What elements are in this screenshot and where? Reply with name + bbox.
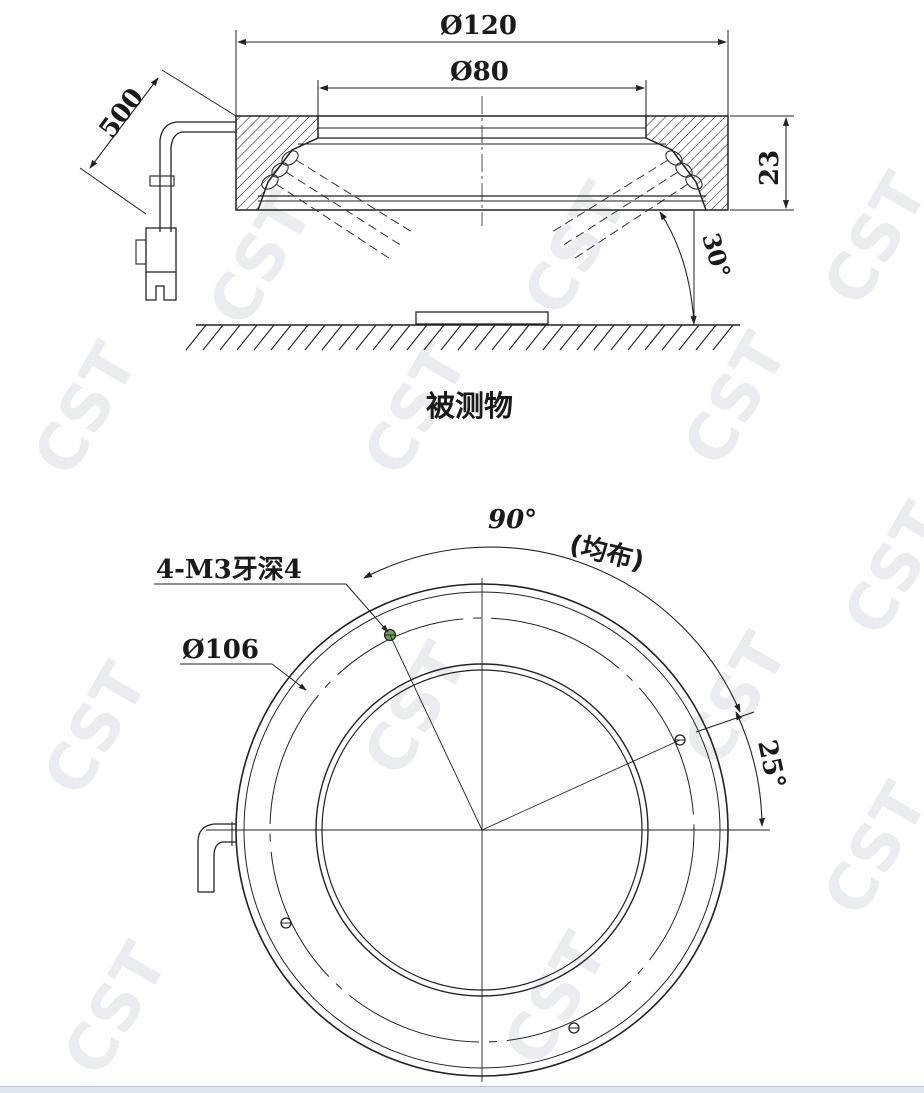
light-beams [275,159,689,261]
ground-hatch-stroke [525,324,547,351]
watermark-text: CST [830,491,924,648]
top-view: 90° (均布) 25° 4-M3牙深4 Ø106 [154,505,791,1082]
ground-hatch-stroke [355,324,377,351]
ground-hatch-stroke [576,324,598,351]
object-label: 被测物 [426,389,513,423]
dim-height: 23 [730,115,794,211]
ground-hatch-stroke [185,324,207,351]
dim-hole-angle-label: 25° [751,737,791,791]
watermark-text: CST [20,331,153,488]
watermark-text: CST [810,771,924,928]
dim-height-label: 23 [755,150,785,186]
ground-hatch-stroke [491,324,513,351]
ground-hatch-stroke [695,324,717,351]
dim-outer-diameter: Ø120 [235,11,729,118]
ground-hatch-stroke [270,324,292,351]
ground-hatch-stroke [202,324,224,351]
watermark-text: CST [195,181,328,338]
ground-hatch-stroke [712,324,734,351]
dim-hole-circle-label: Ø106 [182,635,259,665]
dim-inner-diameter: Ø80 [317,57,647,118]
watermark-text: CST [490,921,623,1078]
mounting-hole [568,1022,580,1034]
ground-hatch-stroke [321,324,343,351]
watermark-text: CST [350,631,483,788]
ring-body-section [235,96,729,261]
ground-hatch-stroke [440,324,462,351]
measured-object [415,311,549,325]
top-cable [197,822,236,893]
ground-hatch-stroke [593,324,615,351]
mounting-holes [280,628,686,1034]
dim-angle-label: 30° [696,230,736,282]
ground-hatch-stroke [338,324,360,351]
ground-hatch-stroke [236,324,258,351]
ground-hatch-stroke [372,324,394,351]
watermark-text: CST [50,931,183,1088]
ground-hatch-stroke [508,324,530,351]
ground-hatch-stroke [678,324,700,351]
ground-hatch-stroke [406,324,428,351]
ground-hatch-stroke [389,324,411,351]
side-view: Ø120 Ø80 [79,11,794,423]
ground-hatch-stroke [457,324,479,351]
watermark-text: CST [670,321,803,478]
cable [135,121,236,301]
dim-inner-diameter-label: Ø80 [450,57,509,87]
dim-cable-length: 500 [79,69,237,215]
ground-hatch-stroke [253,324,275,351]
ground-hatch-stroke [644,324,666,351]
led-right [665,150,703,190]
ground-hatch-stroke [304,324,326,351]
led-left [261,150,299,190]
ground-hatch-stroke [627,324,649,351]
watermark-text: CST [30,651,163,808]
dim-cable-length-label: 500 [94,83,151,144]
ground-hatch-stroke [661,324,683,351]
ground-hatch-stroke [287,324,309,351]
dim-outer-diameter-label: Ø120 [440,11,517,41]
dim-hole-spacing-note: (均布) [566,530,647,577]
window-bottom-edge [0,1086,924,1093]
ground-hatch-stroke [542,324,564,351]
watermark-text: CST [810,161,924,318]
ground-hatch-stroke [474,324,496,351]
ground-line [185,324,740,351]
dim-thread-callout: 4-M3牙深4 [154,555,389,633]
watermark-text: CST [510,171,643,328]
ground-hatch-stroke [219,324,241,351]
dim-hole-circle-callout: Ø106 [180,635,307,691]
dim-angle: 30° [659,210,737,326]
dim-thread-label: 4-M3牙深4 [156,555,302,585]
ground-hatch-stroke [559,324,581,351]
ground-hatch-stroke [610,324,632,351]
dim-hole-spacing-label: 90° [488,505,537,535]
ground-hatch-stroke [423,324,445,351]
mounting-hole [280,917,292,929]
